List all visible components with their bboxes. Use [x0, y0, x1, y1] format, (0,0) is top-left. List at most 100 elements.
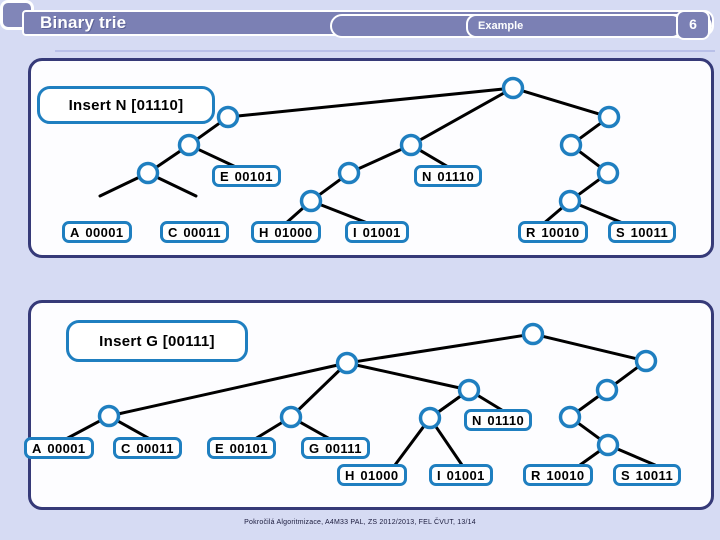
trie-edge: [356, 334, 524, 363]
trie-node: [399, 133, 423, 157]
leaf-key: I: [353, 224, 357, 240]
trie-node: [634, 349, 658, 373]
trie-edge: [118, 363, 338, 416]
leaf-code: 00101: [229, 440, 268, 456]
trie-edge: [419, 91, 505, 142]
trie-edge: [318, 178, 342, 196]
leaf-code: 10011: [630, 224, 669, 240]
trie-node: [136, 161, 160, 185]
trie-node: [418, 406, 442, 430]
leaf-code: 00111: [325, 440, 362, 456]
leaf-code: 01001: [362, 224, 401, 240]
trie-node: [216, 105, 240, 129]
trie-leaf-edge: [434, 425, 464, 467]
trie-leaf-label: I 01001: [429, 464, 493, 486]
trie-edge: [237, 87, 504, 118]
trie-leaf-edge: [578, 203, 627, 226]
trie-leaf-label: E 00101: [212, 165, 281, 187]
trie-edge: [357, 148, 403, 170]
trie-leaf-label: I 01001: [345, 221, 409, 243]
leaf-key: R: [531, 467, 541, 483]
leaf-key: G: [309, 440, 320, 456]
trie-leaf-label: R 10010: [518, 221, 588, 243]
trie-node: [521, 322, 545, 346]
leaf-code: 00001: [47, 440, 86, 456]
leaf-key: N: [422, 168, 432, 184]
trie-node: [97, 404, 121, 428]
callout-text: Insert G [00111]: [99, 332, 215, 350]
trie-leaf-label: A 00001: [62, 221, 132, 243]
trie-leaf-label: N 01110: [414, 165, 483, 187]
left-margin-strip: [0, 52, 26, 518]
trie-leaf-edge: [64, 419, 101, 441]
trie-edge: [578, 150, 601, 168]
trie-edge: [522, 89, 600, 116]
trie-edge: [437, 394, 462, 414]
trie-edge: [577, 394, 600, 413]
leaf-code: 01110: [437, 168, 475, 184]
trie-leaf-label: N 01110: [464, 409, 533, 431]
leaf-code: 10011: [635, 467, 674, 483]
callout-insert-g: Insert G [00111]: [66, 320, 248, 362]
page-title: Binary trie: [40, 13, 127, 32]
leaf-code: 10010: [541, 224, 580, 240]
leaf-code: 00101: [234, 168, 273, 184]
slide-number-box: [676, 10, 710, 40]
slide-number: 6: [689, 16, 697, 32]
leaf-code: 00001: [85, 224, 124, 240]
leaf-code: 01110: [487, 412, 525, 428]
trie-leaf-edge: [98, 176, 140, 198]
leaf-key: H: [345, 467, 355, 483]
trie-node: [559, 133, 583, 157]
slide-footer: Pokročilá Algoritmizace, A4M33 PAL, ZS 2…: [244, 519, 476, 526]
leaf-key: C: [121, 440, 131, 456]
leaf-key: E: [220, 168, 229, 184]
leaf-key: S: [616, 224, 625, 240]
trie-leaf-edge: [299, 420, 332, 441]
callout-text: Insert N [01110]: [68, 96, 184, 114]
trie-node: [279, 405, 303, 429]
leaf-code: 00011: [136, 440, 174, 456]
trie-edge: [577, 178, 601, 196]
trie-leaf-edge: [253, 421, 284, 441]
trie-leaf-label: E 00101: [207, 437, 276, 459]
trie-leaf-edge: [117, 419, 152, 441]
header-subtitle: Example: [478, 20, 524, 32]
leaf-key: A: [70, 224, 80, 240]
trie-node: [558, 405, 582, 429]
trie-leaf-edge: [197, 148, 240, 170]
leaf-key: N: [472, 412, 482, 428]
trie-leaf-edge: [156, 176, 198, 198]
header-subtitle-box: [466, 14, 682, 38]
trie-edge: [196, 121, 221, 141]
trie-leaf-label: H 01000: [251, 221, 321, 243]
trie-node: [177, 133, 201, 157]
trie-leaf-label: S 10011: [608, 221, 677, 243]
trie-node: [337, 161, 361, 185]
trie-edge: [356, 363, 460, 390]
trie-node: [299, 189, 323, 213]
trie-edge: [578, 122, 602, 140]
leaf-key: I: [437, 467, 441, 483]
leaf-key: R: [526, 224, 536, 240]
trie-leaf-edge: [319, 203, 372, 226]
trie-node: [596, 161, 620, 185]
leaf-code: 01000: [360, 467, 399, 483]
leaf-code: 01001: [446, 467, 485, 483]
trie-leaf-edge: [616, 447, 657, 467]
trie-node: [558, 189, 582, 213]
trie-leaf-edge: [393, 425, 425, 467]
leaf-code: 01000: [274, 224, 313, 240]
leaf-key: C: [168, 224, 178, 240]
trie-node: [501, 76, 525, 100]
leaf-key: H: [259, 224, 269, 240]
trie-node: [457, 378, 481, 402]
trie-edge: [614, 366, 639, 385]
trie-edge: [542, 335, 637, 360]
trie-edge: [297, 369, 341, 411]
callout-insert-n: Insert N [01110]: [37, 86, 215, 124]
leaf-key: E: [215, 440, 224, 456]
